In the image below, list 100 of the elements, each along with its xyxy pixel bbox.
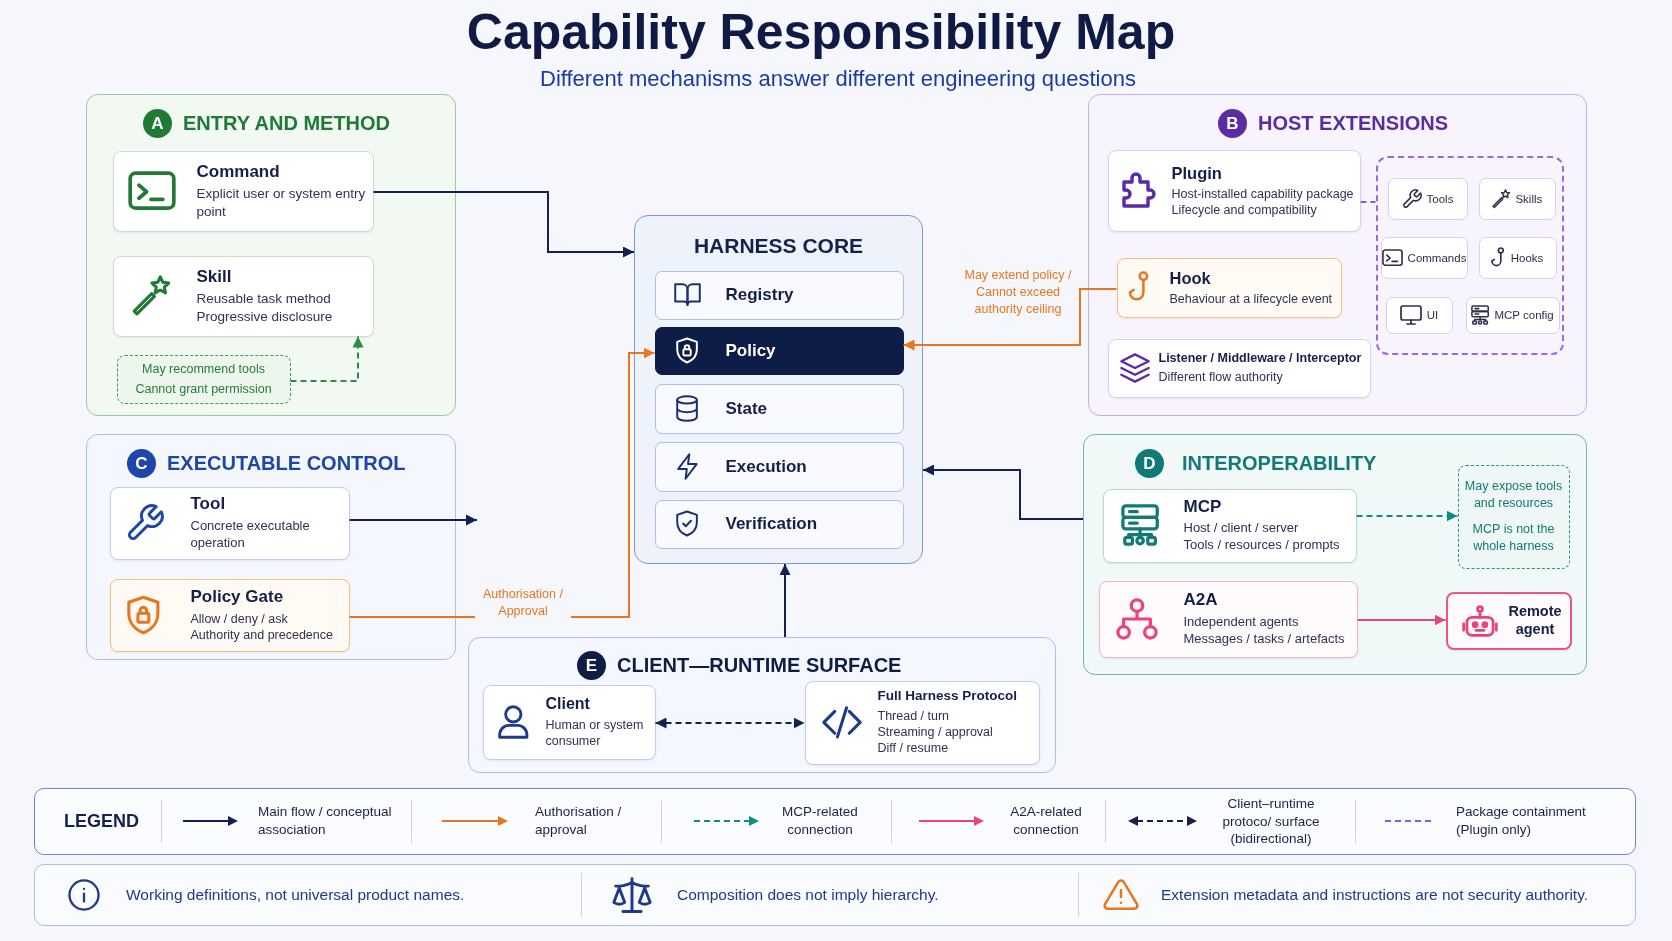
module-row <box>654 499 904 549</box>
item-chip <box>1387 177 1468 220</box>
card-title: A2A <box>1183 590 1218 611</box>
component-card <box>112 150 374 232</box>
chip-label: Skills <box>1515 192 1543 205</box>
component-card <box>804 680 1040 765</box>
module-label: Policy <box>725 340 776 361</box>
chip-label: Hooks <box>1510 251 1544 264</box>
arrow <box>1356 614 1447 626</box>
component-card <box>1116 257 1342 318</box>
card-description: Host-installed capability package <box>1171 185 1354 203</box>
core-heading: HARNESS CORE <box>693 234 864 258</box>
dashed-note <box>1457 464 1570 569</box>
section-panel <box>1088 94 1587 416</box>
legend-label: A2A-related connection <box>1009 803 1083 839</box>
section-heading: HOST EXTENSIONS <box>1258 112 1449 135</box>
section-heading: ENTRY AND METHOD <box>183 112 391 135</box>
card-description: Streaming / approval <box>877 724 993 741</box>
section-heading: INTEROPERABILITY <box>1182 452 1377 475</box>
legend-label: Package containment (Plugin only) <box>1456 803 1587 839</box>
letter-badge: C <box>127 449 156 478</box>
component-card <box>1445 591 1572 650</box>
component-card <box>482 684 656 760</box>
card-description: Progressive disclosure <box>196 307 333 326</box>
chip-label: MCP config <box>1494 309 1554 321</box>
legend-label: Client–runtime protoco/ surface (bidirectional) <box>1221 794 1321 848</box>
card-title: MCP <box>1183 496 1222 518</box>
note-text: Extension metadata and instructions are not security authority. <box>1161 886 1589 904</box>
card-title: Full Harness Protocol <box>877 688 1018 705</box>
card-title: Remote agent <box>1507 602 1563 639</box>
chip-label: Commands <box>1407 251 1467 264</box>
card-description: Messages / tasks / artefacts <box>1183 630 1345 648</box>
card-title: Policy Gate <box>190 586 284 608</box>
module-row <box>654 326 904 375</box>
card-description: Human or system consumer <box>545 717 645 750</box>
arrow <box>372 191 635 258</box>
card-title: Plugin <box>1171 162 1222 183</box>
module-row <box>654 270 904 320</box>
subtitle: Different mechanisms answer different engineering questions <box>540 66 1136 93</box>
module-label: State <box>725 398 768 419</box>
card-description: Reusable task method <box>196 290 331 308</box>
letter-badge: A <box>143 109 172 138</box>
letter-badge: D <box>1135 449 1164 478</box>
card-description: Authority and precedence <box>190 626 333 644</box>
letter-badge: E <box>577 651 606 680</box>
module-label: Registry <box>725 285 794 305</box>
core-panel <box>634 215 923 564</box>
edge-label: Authorisation / Approval <box>475 586 571 620</box>
card-description: Behaviour at a lifecycle event <box>1169 290 1333 308</box>
dashed-arrow <box>289 335 364 382</box>
note-text: May recommend tools <box>142 360 265 378</box>
section-panel <box>86 434 456 660</box>
legend-label: MCP-related connection <box>781 803 859 839</box>
item-chip <box>1385 296 1453 334</box>
item-chip <box>1478 177 1556 220</box>
card-title: Client <box>545 694 590 714</box>
legend-label: Main flow / conceptual association <box>258 803 393 839</box>
card-description: Thread / turn <box>877 707 950 725</box>
section-panel <box>86 94 456 416</box>
arrow <box>922 464 1084 520</box>
card-description: Host / client / server <box>1183 520 1299 538</box>
card-description: Explicit user or system entry point <box>196 185 367 221</box>
section-heading: EXECUTABLE CONTROL <box>167 452 406 475</box>
card-title: Hook <box>1169 267 1211 288</box>
card-title: Listener / Middleware / Interceptor <box>1158 350 1362 366</box>
card-description: Independent agents <box>1183 613 1299 631</box>
card-title: Tool <box>190 494 226 515</box>
component-card <box>1107 149 1361 232</box>
component-card <box>1102 488 1357 563</box>
arrow <box>779 563 791 638</box>
module-label: Execution <box>725 456 807 477</box>
card-title: Skill <box>196 266 232 288</box>
letter-badge: B <box>1218 109 1247 138</box>
legend-heading: LEGEND <box>64 810 139 832</box>
card-description: Allow / deny / ask <box>190 610 288 627</box>
chip-label: Tools <box>1426 192 1454 205</box>
chip-label: UI <box>1426 309 1439 321</box>
section-heading: CLIENT—RUNTIME SURFACE <box>617 654 902 677</box>
module-label: Verification <box>725 514 818 534</box>
arrow <box>348 514 478 526</box>
item-chip <box>1465 296 1560 334</box>
component-card <box>1098 580 1358 658</box>
module-row <box>654 383 904 434</box>
dashed-connector-line <box>1359 201 1377 203</box>
item-chip <box>1478 236 1557 279</box>
dashed-arrow <box>1355 510 1459 522</box>
section-panel <box>468 637 1056 773</box>
card-description: Different flow authority <box>1158 369 1283 386</box>
note-text: Cannot grant permission <box>135 380 272 398</box>
dashed-double-headed-arrow <box>654 717 806 729</box>
legend-label: Authorisation / approval <box>535 803 623 839</box>
diagram-title: Capability Responsibility Map <box>466 5 1176 60</box>
card-description: Concrete executable operation <box>190 517 311 552</box>
dashed-note <box>116 354 291 404</box>
note-text: Composition does not imply hierarchy. <box>677 886 939 904</box>
component-card <box>112 255 374 337</box>
item-chip <box>1380 236 1468 279</box>
card-description: Diff / resume <box>877 740 949 757</box>
card-description: Lifecycle and compatibility <box>1171 202 1317 219</box>
component-card <box>109 486 350 560</box>
